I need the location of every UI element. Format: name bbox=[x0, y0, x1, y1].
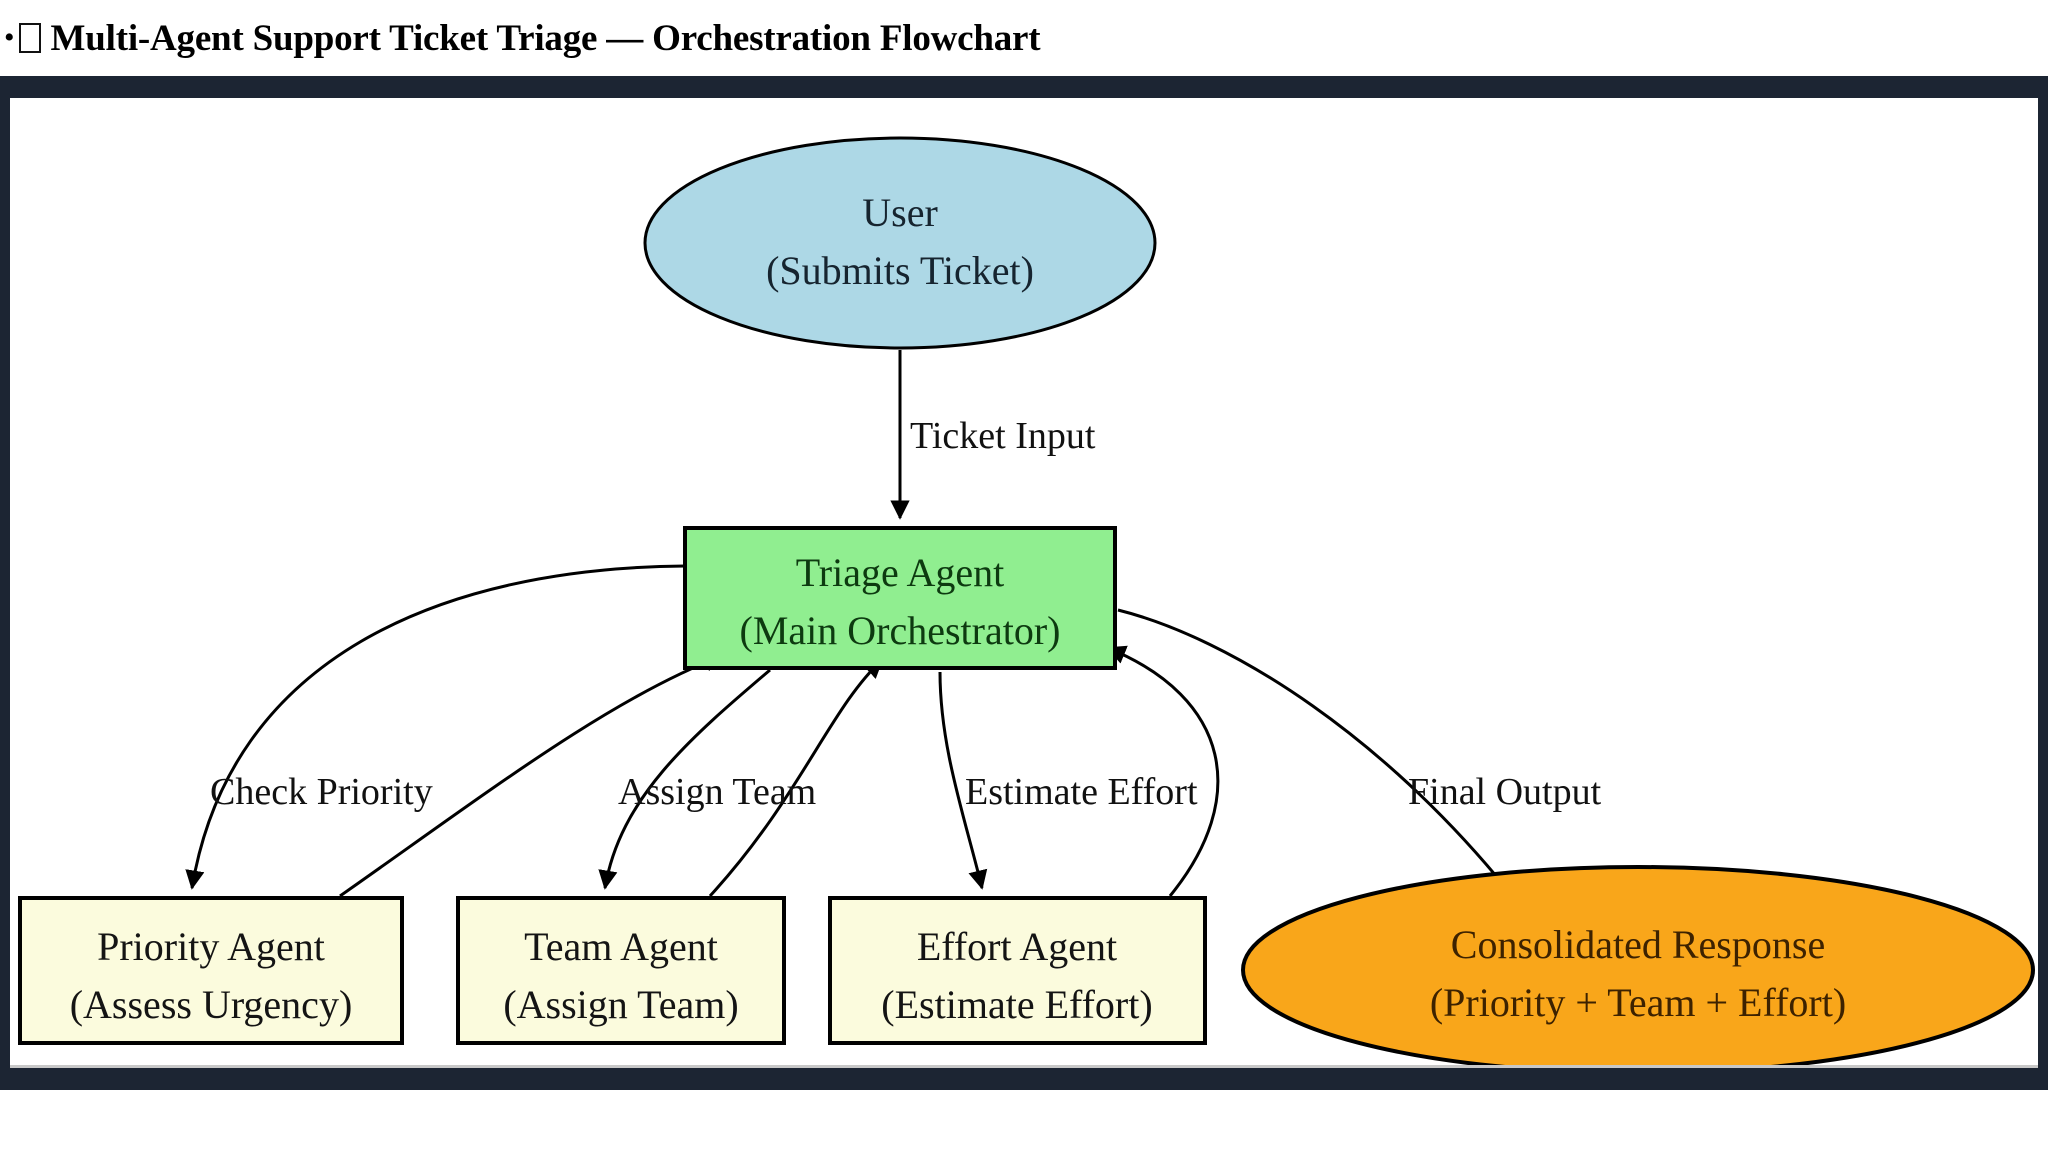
edge-label-check-priority: Check Priority bbox=[210, 771, 433, 813]
edge-triage-to-priority bbox=[185, 564, 686, 890]
page-title-text: Multi-Agent Support Ticket Triage — Orch… bbox=[50, 17, 1041, 59]
node-priority-agent-line1: Priority Agent bbox=[97, 924, 325, 969]
edge-triage-to-effort bbox=[938, 671, 988, 890]
edge-label-assign-team: Assign Team bbox=[618, 771, 816, 813]
missing-glyph-icon bbox=[18, 23, 41, 53]
node-triage-agent-shape[interactable] bbox=[683, 526, 1117, 670]
node-priority-agent-shape[interactable] bbox=[18, 896, 404, 1045]
edge-label-layer: Ticket Input Check Priority Assign Team … bbox=[210, 415, 1602, 813]
edge-priority-to-triage bbox=[339, 653, 724, 898]
bullet-icon: • bbox=[4, 21, 15, 54]
edge-effort-to-triage bbox=[1106, 645, 1220, 897]
page-title: • Multi-Agent Support Ticket Triage — Or… bbox=[0, 0, 2048, 76]
node-priority-agent-line2: (Assess Urgency) bbox=[70, 982, 353, 1027]
node-team-agent-shape[interactable] bbox=[456, 896, 786, 1045]
edge-label-final-output: Final Output bbox=[1408, 771, 1602, 813]
node-user-line2: (Submits Ticket) bbox=[766, 248, 1034, 293]
node-team-agent[interactable]: Team Agent (Assign Team) bbox=[456, 896, 786, 1045]
node-consolidated-response-line2: (Priority + Team + Effort) bbox=[1430, 980, 1846, 1025]
node-consolidated-response-line1: Consolidated Response bbox=[1451, 922, 1825, 967]
node-team-agent-line1: Team Agent bbox=[524, 924, 718, 969]
node-user-line1: User bbox=[862, 190, 938, 235]
node-consolidated-response[interactable]: Consolidated Response (Priority + Team +… bbox=[1241, 865, 2035, 1066]
node-effort-agent-shape[interactable] bbox=[828, 896, 1207, 1045]
node-user[interactable]: User (Submits Ticket) bbox=[643, 136, 1157, 350]
edge-triage-to-response bbox=[1117, 608, 1524, 910]
node-team-agent-line2: (Assign Team) bbox=[503, 982, 738, 1027]
edge-layer bbox=[185, 350, 1524, 910]
node-triage-agent-line1: Triage Agent bbox=[796, 550, 1005, 595]
node-triage-agent-line2: (Main Orchestrator) bbox=[740, 608, 1061, 653]
node-priority-agent[interactable]: Priority Agent (Assess Urgency) bbox=[18, 896, 404, 1045]
node-effort-agent-line1: Effort Agent bbox=[917, 924, 1117, 969]
edge-team-to-triage bbox=[708, 658, 884, 898]
node-effort-agent[interactable]: Effort Agent (Estimate Effort) bbox=[828, 896, 1207, 1045]
diagram-canvas: Ticket Input Check Priority Assign Team … bbox=[10, 98, 2038, 1068]
flowchart-svg: Ticket Input Check Priority Assign Team … bbox=[18, 136, 2035, 1066]
diagram-frame: Ticket Input Check Priority Assign Team … bbox=[0, 76, 2048, 1090]
node-effort-agent-line2: (Estimate Effort) bbox=[881, 982, 1152, 1027]
edge-label-estimate-effort: Estimate Effort bbox=[965, 771, 1198, 813]
node-user-shape[interactable] bbox=[643, 136, 1157, 350]
edge-triage-to-team bbox=[598, 668, 771, 890]
edge-label-ticket-input: Ticket Input bbox=[910, 415, 1096, 457]
node-triage-agent[interactable]: Triage Agent (Main Orchestrator) bbox=[683, 526, 1117, 670]
node-consolidated-response-shape[interactable] bbox=[1241, 865, 2035, 1066]
